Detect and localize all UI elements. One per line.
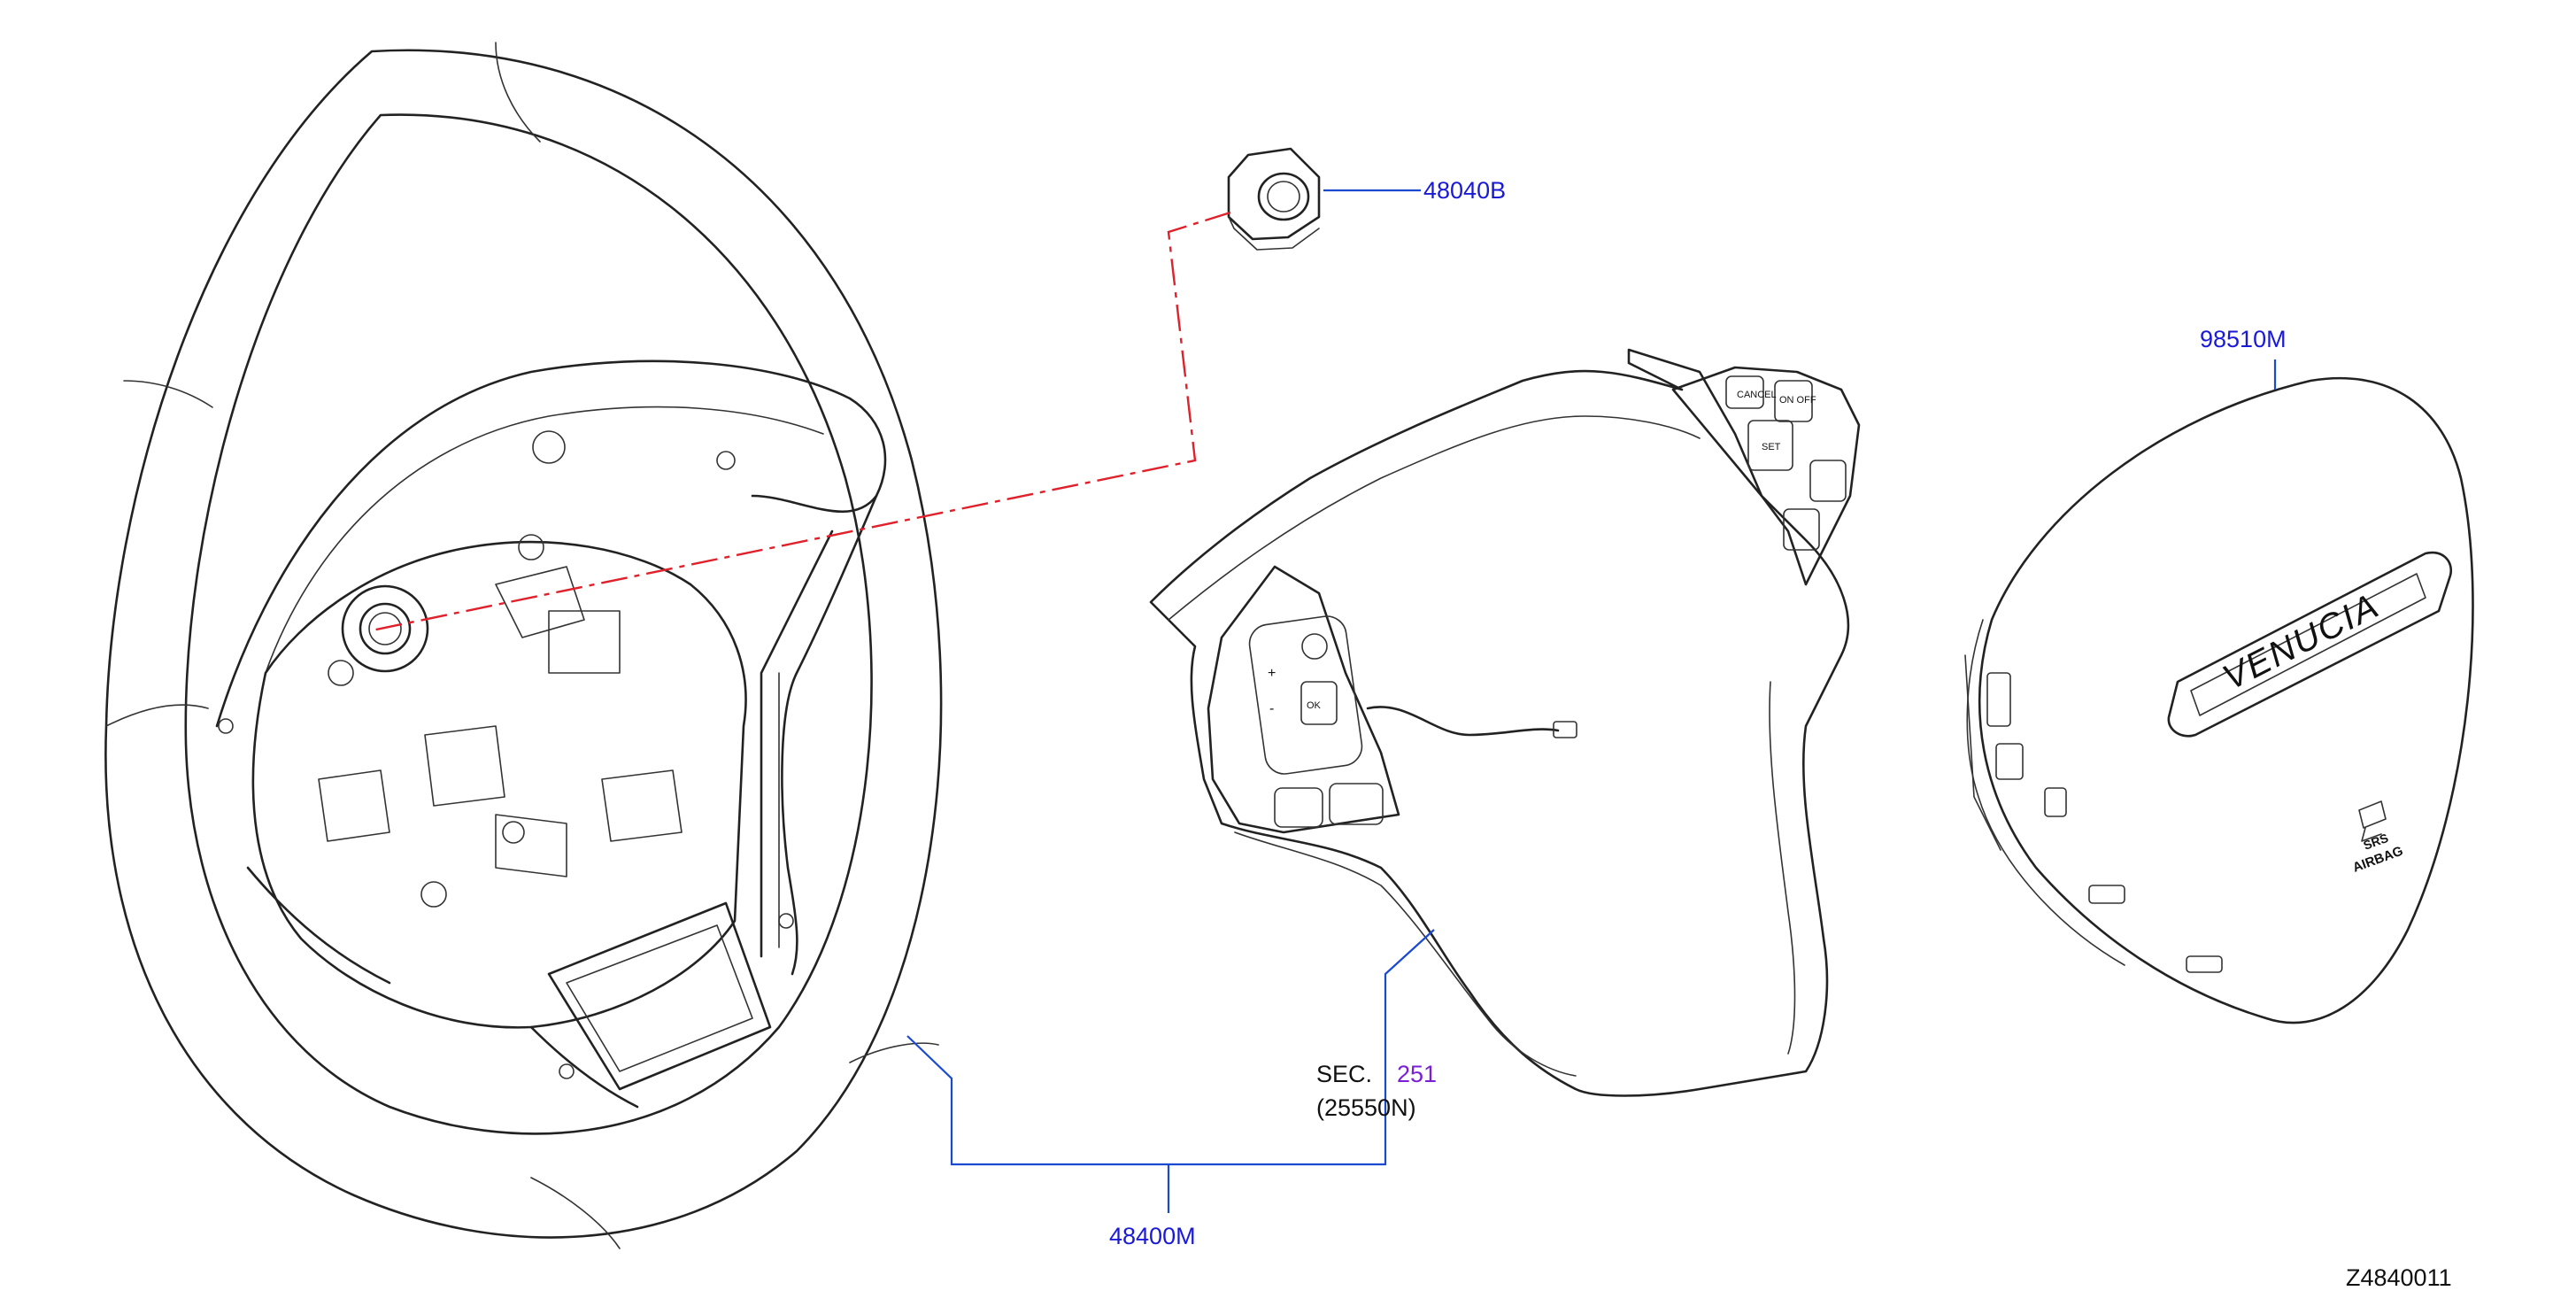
callout-sec-251[interactable]: 251 (1397, 1061, 1437, 1087)
diagram-id: Z4840011 (2346, 1264, 2452, 1291)
set-button-label: SET (1762, 442, 1781, 452)
callout-25550n: (25550N) (1316, 1094, 1416, 1121)
nut[interactable] (1227, 147, 1321, 251)
leader-lines (906, 189, 2277, 1213)
airbag-module[interactable]: VENUCIA SRS AIRBAG (1964, 376, 2474, 1024)
on-off-button-label: ON OFF (1779, 395, 1816, 406)
ok-button-label: OK (1307, 700, 1322, 711)
switch-assembly[interactable]: CANCEL ON OFF SET OK + - (1149, 348, 1861, 1097)
cancel-button-label: CANCEL (1737, 390, 1777, 400)
center-axis-line (371, 211, 1231, 632)
leader-48400m-sec251 (906, 929, 1435, 1166)
callout-48040b[interactable]: 48040B (1423, 177, 1506, 204)
callout-sec-prefix: SEC. (1316, 1061, 1372, 1087)
steering-wheel[interactable] (104, 42, 943, 1249)
callout-98510m[interactable]: 98510M (2200, 326, 2287, 352)
vol-plus-label: + (1268, 666, 1276, 681)
vol-minus-label: - (1269, 701, 1274, 716)
horn-icon (2358, 800, 2387, 842)
callout-48400m[interactable]: 48400M (1109, 1223, 1196, 1249)
